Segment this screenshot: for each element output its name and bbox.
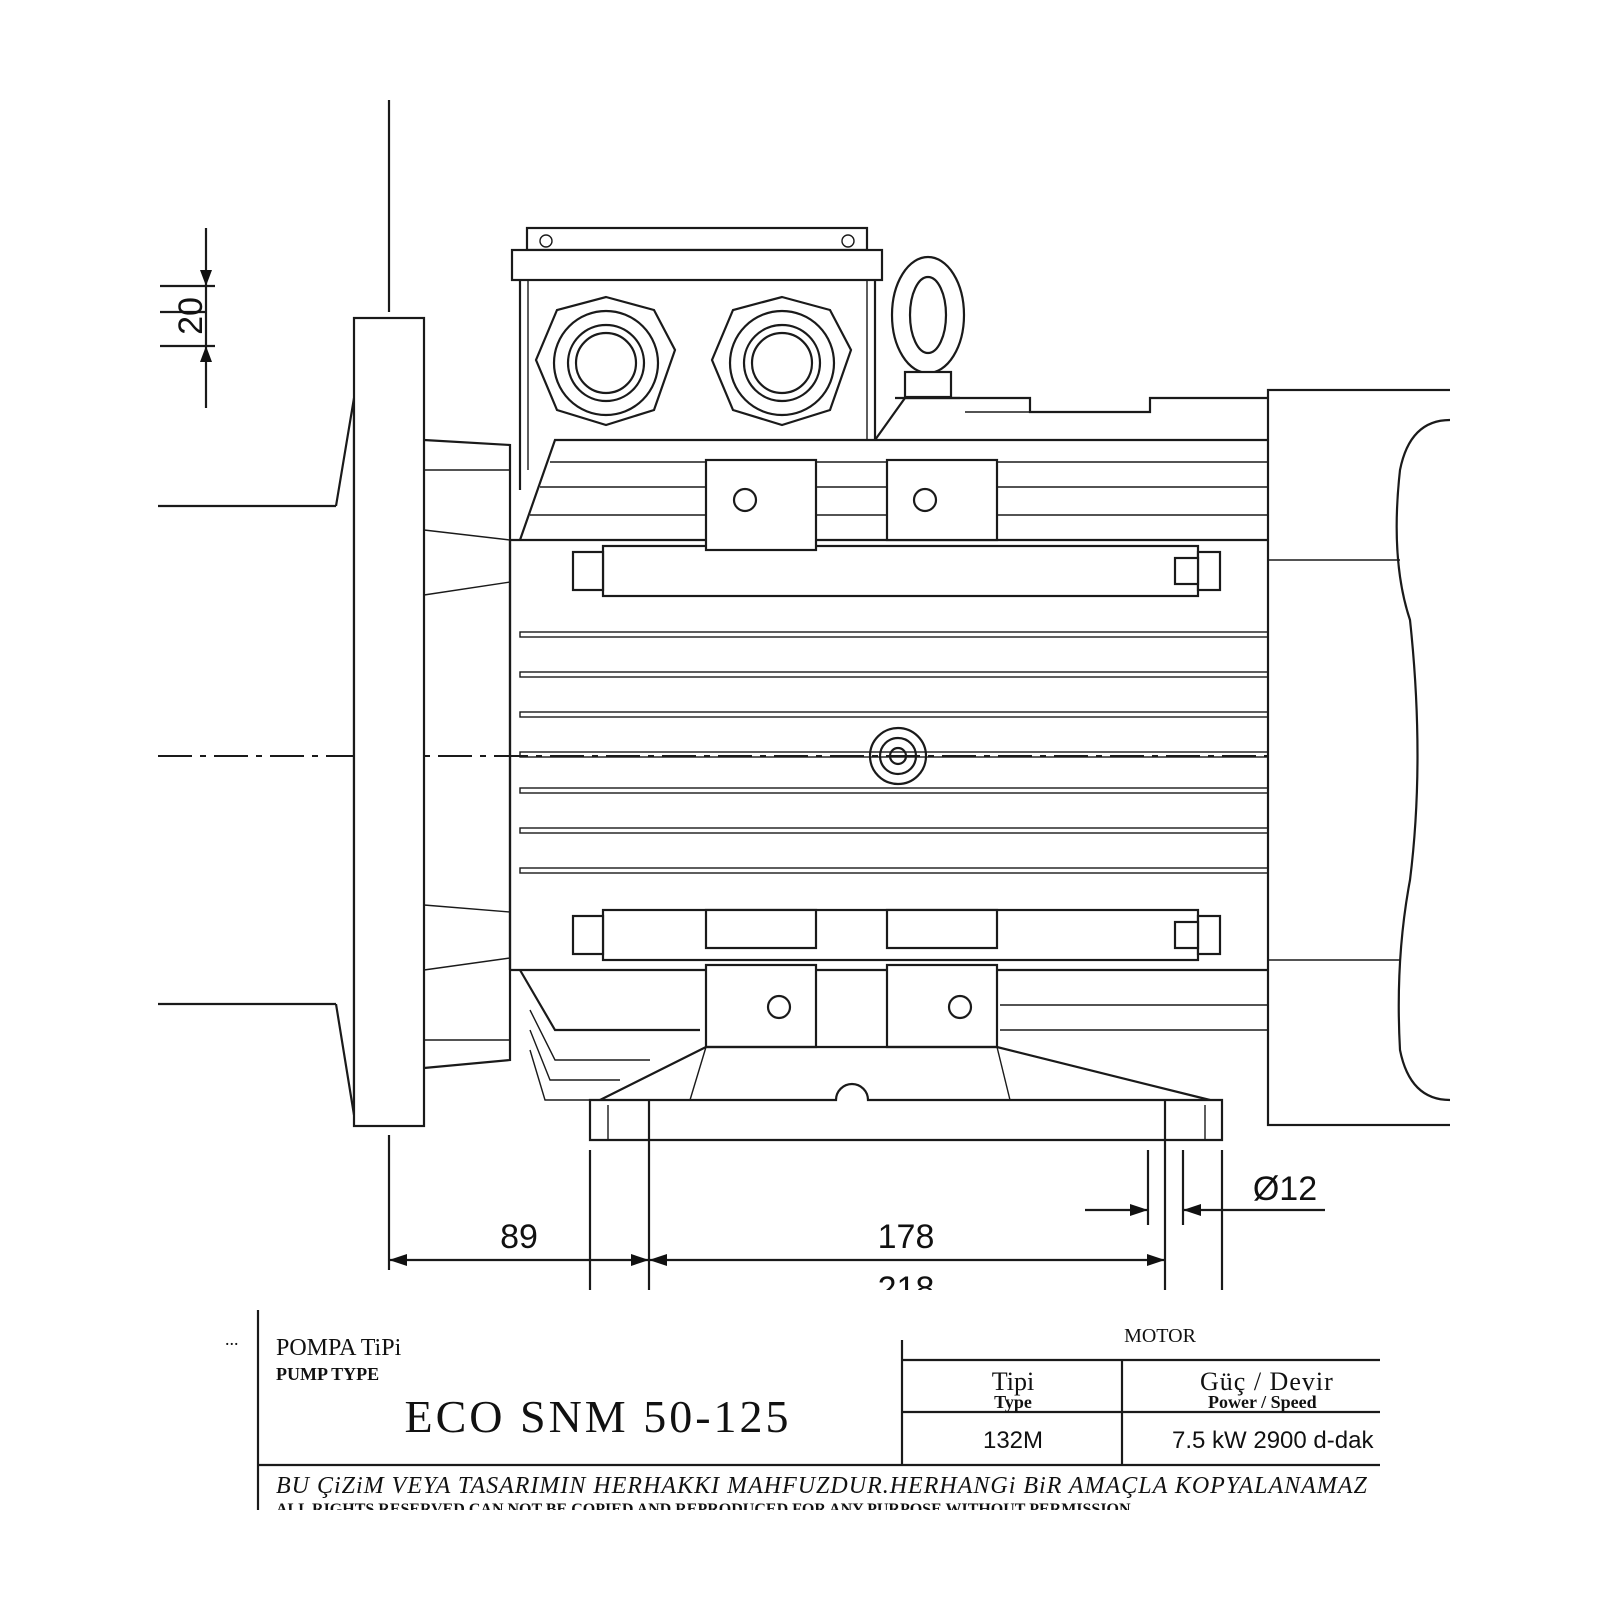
dimension-218: 218 bbox=[878, 1150, 1224, 1308]
motor-header: MOTOR bbox=[1124, 1325, 1197, 1347]
type-en: Type bbox=[994, 1392, 1032, 1412]
dots-mark: ... bbox=[225, 1329, 239, 1349]
terminal-box bbox=[510, 226, 884, 490]
dimension-d12: Ø12 bbox=[1085, 1150, 1325, 1225]
motor-body bbox=[508, 396, 1269, 1142]
copyright-tr: BU ÇiZiM VEYA TASARIMIN HERHAKKI MAHFUZD… bbox=[276, 1473, 1368, 1499]
pump-type-tr: POMPA TiPi bbox=[276, 1335, 402, 1361]
copyright-en: ALL RIGHTS RESERVED CAN NOT BE COPIED AN… bbox=[276, 1501, 1131, 1518]
dim-89-label: 89 bbox=[500, 1218, 538, 1256]
dimension-178: 178 bbox=[649, 1100, 1167, 1290]
fan-cover bbox=[1266, 388, 1450, 1127]
dimension-20: 20 bbox=[160, 228, 215, 408]
power-speed-en: Power / Speed bbox=[1208, 1392, 1317, 1412]
dim-20-label: 20 bbox=[172, 297, 210, 335]
motor-view: 20 89 178 218 Ø12 bbox=[158, 100, 1450, 1308]
power-speed-tr: Güç / Devir bbox=[1200, 1367, 1334, 1396]
motor-power-speed-value: 7.5 kW 2900 d-dak bbox=[1172, 1427, 1374, 1454]
dim-218-label: 218 bbox=[878, 1270, 935, 1308]
pump-casing bbox=[158, 316, 512, 1128]
title-block: ... POMPA TiPi PUMP TYPE ECO SNM 50-125 … bbox=[225, 1310, 1380, 1518]
dim-d12-label: Ø12 bbox=[1253, 1170, 1317, 1208]
lifting-eye bbox=[890, 255, 966, 400]
type-tr: Tipi bbox=[992, 1367, 1034, 1396]
pump-type-en: PUMP TYPE bbox=[276, 1364, 379, 1384]
dimension-89: 89 bbox=[389, 1100, 651, 1290]
dim-178-label: 178 bbox=[878, 1218, 935, 1256]
motor-type-value: 132M bbox=[983, 1427, 1043, 1454]
cooling-fins bbox=[519, 631, 1269, 874]
tie-rod-top bbox=[571, 544, 1222, 598]
pump-model: ECO SNM 50-125 bbox=[404, 1391, 791, 1442]
cable-gland-left bbox=[534, 295, 677, 427]
cable-gland-right bbox=[710, 295, 853, 427]
